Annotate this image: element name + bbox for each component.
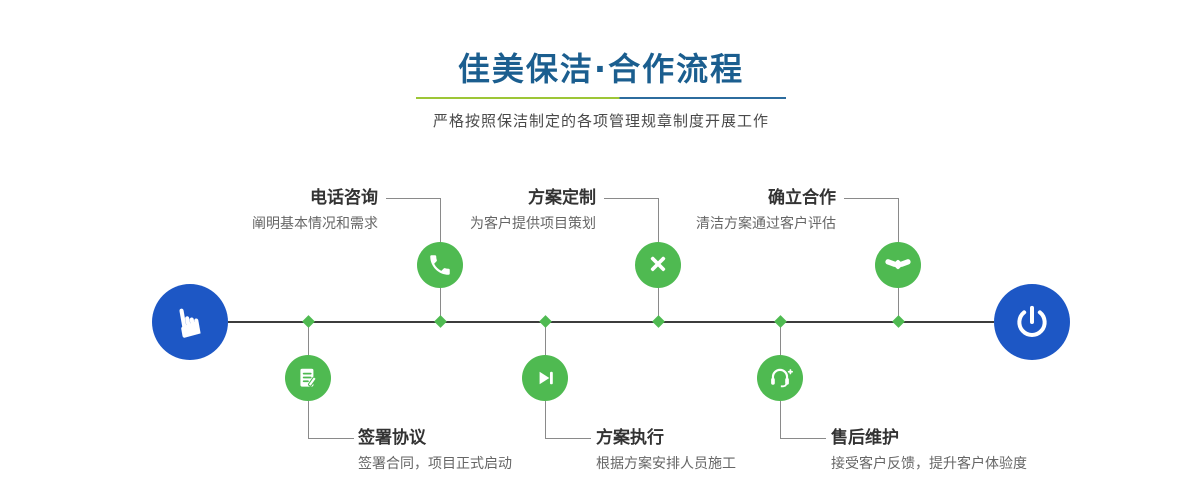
step-sign-agreement: 签署协议 签署合同，项目正式启动 bbox=[358, 427, 668, 474]
contract-icon bbox=[300, 368, 317, 387]
timeline-diamond bbox=[539, 315, 552, 328]
play-next-icon bbox=[539, 371, 553, 385]
timeline-diamond bbox=[892, 315, 905, 328]
step-node-phone bbox=[417, 242, 463, 288]
timeline-start-node: ☛ bbox=[152, 284, 228, 360]
connector-line bbox=[658, 198, 659, 242]
step-phone-consult: 电话咨询 阐明基本情况和需求 bbox=[118, 187, 378, 234]
connector-line bbox=[308, 401, 309, 438]
timeline-diamond bbox=[302, 315, 315, 328]
step-title: 电话咨询 bbox=[310, 188, 378, 208]
page-subtitle: 严格按照保洁制定的各项管理规章制度开展工作 bbox=[432, 112, 769, 130]
step-plan-execute: 方案执行 根据方案安排人员施工 bbox=[596, 427, 906, 474]
step-node-design bbox=[635, 242, 681, 288]
step-desc: 签署合同，项目正式启动 bbox=[358, 456, 512, 472]
timeline-diamond bbox=[652, 315, 665, 328]
connector-line bbox=[386, 198, 440, 199]
timeline-line bbox=[228, 321, 994, 323]
phone-icon bbox=[430, 255, 450, 275]
timeline-diamond bbox=[774, 315, 787, 328]
page-title: 佳美保洁·合作流程 bbox=[457, 50, 745, 88]
step-after-sales: 售后维护 接受客户反馈，提升客户体验度 bbox=[831, 427, 1141, 474]
connector-line bbox=[604, 198, 658, 199]
step-desc: 清洁方案通过客户评估 bbox=[696, 216, 836, 232]
step-title: 方案执行 bbox=[596, 428, 664, 448]
step-title: 方案定制 bbox=[528, 188, 596, 208]
step-title: 确立合作 bbox=[768, 188, 836, 208]
connector-line bbox=[545, 401, 546, 438]
step-node-support bbox=[757, 355, 803, 401]
timeline-diamond bbox=[434, 315, 447, 328]
connector-line bbox=[898, 288, 899, 321]
connector-line bbox=[308, 438, 354, 439]
timeline-end-node bbox=[994, 284, 1070, 360]
step-node-cooperation bbox=[875, 242, 921, 288]
connector-line bbox=[440, 288, 441, 321]
step-desc: 接受客户反馈，提升客户体验度 bbox=[831, 456, 1027, 472]
step-title: 售后维护 bbox=[831, 428, 899, 448]
connector-line bbox=[780, 438, 826, 439]
connector-line bbox=[844, 198, 898, 199]
step-plan-customize: 方案定制 为客户提供项目策划 bbox=[336, 187, 596, 234]
connector-line bbox=[545, 438, 591, 439]
step-establish-cooperation: 确立合作 清洁方案通过客户评估 bbox=[576, 187, 836, 234]
connector-line bbox=[545, 323, 546, 355]
handshake-icon bbox=[885, 259, 911, 270]
step-desc: 阐明基本情况和需求 bbox=[252, 216, 378, 232]
step-node-contract bbox=[285, 355, 331, 401]
connector-line bbox=[898, 198, 899, 242]
connector-line bbox=[308, 323, 309, 355]
step-title: 签署协议 bbox=[358, 428, 426, 448]
pointing-hand-icon: ☛ bbox=[164, 300, 216, 344]
power-icon bbox=[1017, 305, 1047, 337]
design-tools-icon bbox=[650, 256, 666, 272]
connector-line bbox=[780, 323, 781, 355]
title-divider bbox=[416, 97, 786, 99]
connector-line bbox=[780, 401, 781, 438]
step-desc: 根据方案安排人员施工 bbox=[596, 456, 736, 472]
step-node-execute bbox=[522, 355, 568, 401]
step-desc: 为客户提供项目策划 bbox=[470, 216, 596, 232]
connector-line bbox=[440, 198, 441, 242]
headset-icon bbox=[771, 368, 793, 388]
connector-line bbox=[658, 288, 659, 321]
